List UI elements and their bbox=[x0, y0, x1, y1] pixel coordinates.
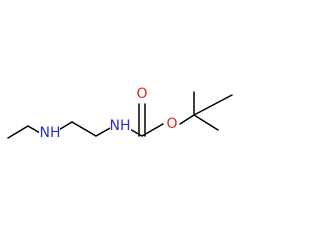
ester-o-label: O bbox=[166, 116, 177, 132]
carbamate-n-backdrop bbox=[110, 118, 131, 134]
bond-ester-o-quaternary-c bbox=[179, 114, 195, 125]
atom-labels: NH NH O O bbox=[39, 86, 178, 141]
bond-quaternary-c-methyl-bottom bbox=[193, 114, 219, 131]
bond-methyl-ch2 bbox=[7, 125, 29, 139]
chemical-structure: NH NH O O bbox=[7, 86, 233, 141]
amine-n-backdrop bbox=[39, 125, 60, 141]
carbonyl-o-backdrop bbox=[136, 86, 148, 102]
amine-n-label: NH bbox=[40, 125, 61, 141]
bond-ch2-ch2 bbox=[71, 121, 97, 137]
ester-o-backdrop bbox=[166, 116, 178, 132]
bond-ch2-amine-n bbox=[27, 125, 41, 134]
bond-carbonyl-ester-o bbox=[141, 123, 164, 137]
bond-ch2-ch2-b bbox=[95, 126, 113, 137]
bond-quaternary-c-methyl-right bbox=[193, 94, 233, 116]
carbonyl-o-label: O bbox=[136, 86, 147, 102]
carbamate-n-label: NH bbox=[110, 118, 131, 134]
